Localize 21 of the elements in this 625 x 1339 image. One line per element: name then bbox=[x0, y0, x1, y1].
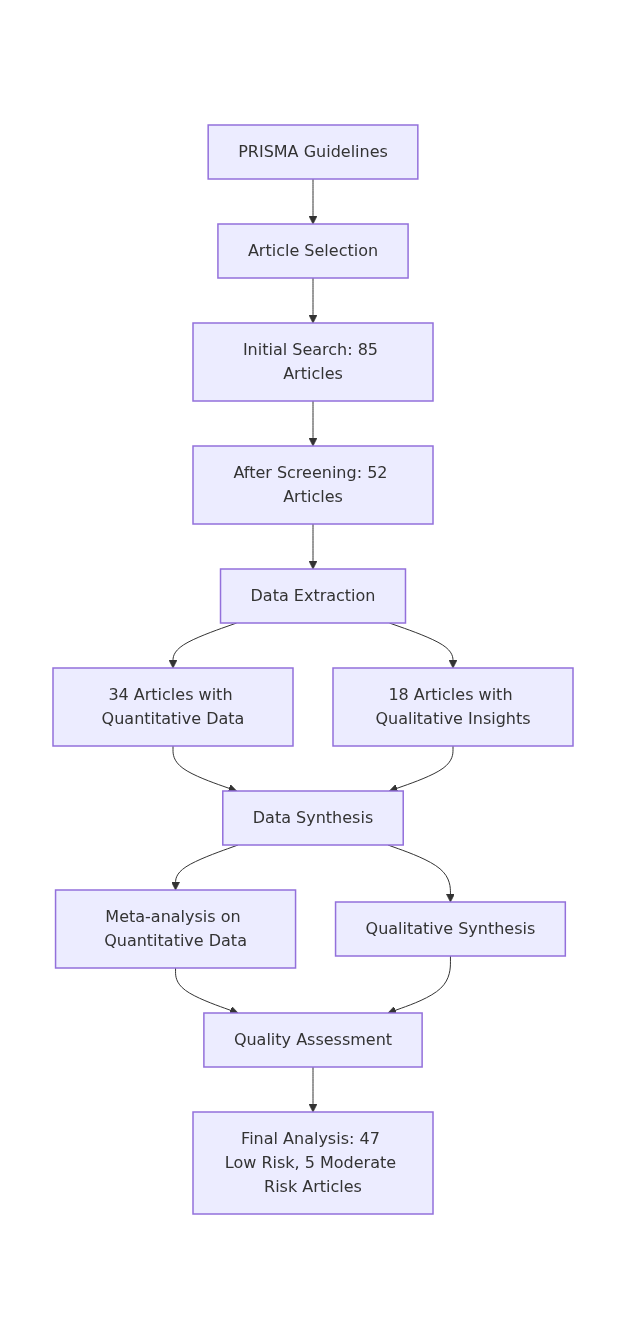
node-box: 34 Articles with Quantitative Data bbox=[51, 667, 294, 747]
node-box: Initial Search: 85 Articles bbox=[191, 322, 434, 402]
node-box: PRISMA Guidelines bbox=[206, 124, 419, 180]
arrow bbox=[308, 400, 317, 447]
node-box: Quality Assessment bbox=[202, 1012, 423, 1068]
arrow bbox=[308, 277, 317, 324]
node-box: Final Analysis: 47 Low Risk, 5 Moderate Risk Articles bbox=[191, 1111, 434, 1215]
node-box: Data Extraction bbox=[219, 568, 406, 624]
arrow bbox=[308, 1066, 317, 1113]
node-box: After Screening: 52 Articles bbox=[191, 445, 434, 525]
arrow bbox=[174, 967, 238, 1015]
node-box: 18 Articles with Qualitative Insights bbox=[331, 667, 574, 747]
node-box: Meta-analysis on Quantitative Data bbox=[54, 889, 296, 969]
arrow bbox=[308, 523, 317, 570]
node-box: Article Selection bbox=[216, 223, 409, 279]
arrow bbox=[308, 178, 317, 225]
arrow bbox=[388, 745, 453, 793]
arrow bbox=[172, 745, 237, 793]
node-box: Data Synthesis bbox=[221, 790, 404, 846]
arrow bbox=[387, 955, 451, 1015]
node-box: Qualitative Synthesis bbox=[334, 901, 566, 957]
